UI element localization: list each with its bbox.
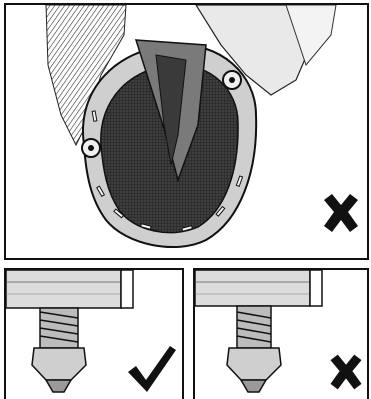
stud-incorrect-panel xyxy=(193,268,369,399)
x-mark-icon xyxy=(325,350,367,394)
check-mark-icon xyxy=(124,340,179,395)
hoof-illustration-panel xyxy=(4,3,369,260)
stud-correct-panel xyxy=(4,268,184,399)
hoof-drawing xyxy=(6,5,367,258)
x-mark-icon xyxy=(318,190,364,236)
